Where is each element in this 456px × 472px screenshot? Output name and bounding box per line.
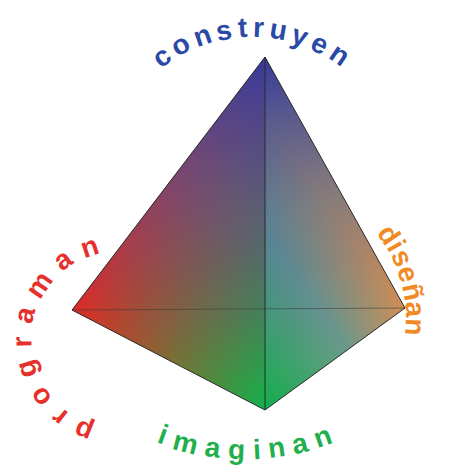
letter: i: [154, 421, 171, 450]
letter: n: [310, 421, 335, 453]
hidden-edge: [72, 308, 405, 310]
letter: a: [203, 433, 222, 463]
letter: n: [77, 231, 102, 263]
letter: g: [228, 436, 246, 465]
letter: o: [24, 382, 57, 412]
letter: n: [266, 433, 287, 463]
letter: n: [400, 318, 429, 336]
outline: [72, 57, 405, 410]
letter: a: [289, 428, 311, 459]
letter: r: [8, 336, 36, 347]
left-face-shade: [72, 57, 265, 410]
letter: m: [170, 426, 201, 459]
letter: u: [267, 15, 289, 45]
letter: a: [10, 304, 41, 326]
letter: a: [48, 244, 77, 276]
letter: g: [11, 357, 43, 382]
letter: m: [21, 266, 58, 302]
letter: r: [46, 403, 72, 432]
front-edge: [265, 57, 266, 410]
letter: i: [252, 436, 261, 464]
letter: y: [288, 20, 311, 51]
letter: r: [252, 14, 264, 42]
letter: n: [324, 39, 354, 72]
letter: a: [400, 301, 429, 319]
letter: t: [237, 14, 248, 43]
right-face: [265, 57, 405, 410]
right-face-shade: [265, 57, 405, 410]
letter: n: [190, 20, 215, 52]
letter: s: [214, 15, 234, 45]
letter: p: [70, 415, 96, 447]
left-face: [72, 57, 265, 410]
